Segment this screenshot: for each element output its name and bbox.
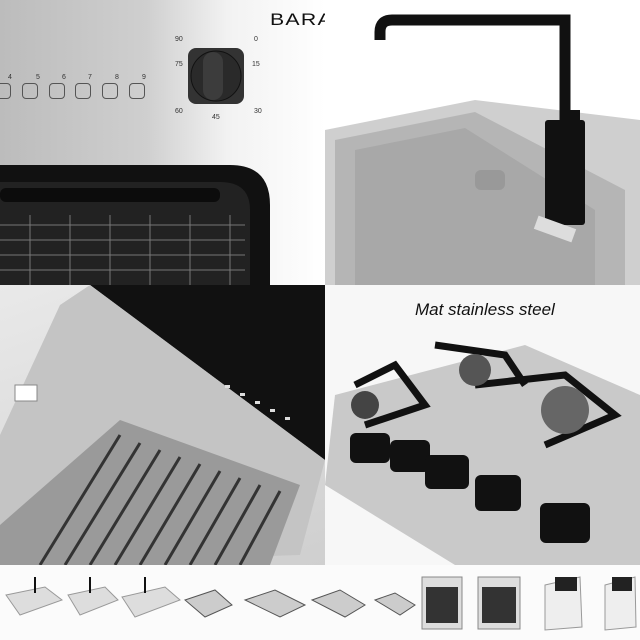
thumbnail-hood-2 [604,576,637,631]
hood-light [14,384,38,402]
sink-drain-knob [475,170,505,190]
thumbnail-sink-double [121,577,181,618]
dial-label: 30 [254,108,262,115]
button-number: 5 [36,74,40,81]
hood-panel [0,285,325,565]
oven-mode-button[interactable] [102,83,118,99]
button-number: 6 [62,74,66,81]
sink-faucet-illustration [325,14,640,285]
thumbnail-sink-single [5,577,64,616]
gas-hob-panel: Mat stainless steel [325,285,640,565]
thumbnail-hob-compact [373,592,416,616]
brand-logo: BARAZZA [270,10,325,29]
oven-controls-panel: BARAZZA 4 5 6 7 8 9 90 0 75 15 60 45 30 [0,0,325,285]
oven-dial-and-door [0,48,270,285]
dial-label: 75 [175,61,183,68]
oven-mode-button[interactable] [22,83,38,99]
dial-label: 15 [252,61,260,68]
button-number: 8 [115,74,119,81]
oven-mode-button[interactable] [75,83,91,99]
material-caption: Mat stainless steel [415,300,555,319]
thumbnail-oven-1 [421,576,463,630]
thumbnail-hood-1 [544,576,583,631]
dial-label: 60 [175,108,183,115]
oven-mode-button[interactable] [49,83,65,99]
button-number: 7 [88,74,92,81]
oven-mode-button[interactable] [0,83,11,99]
button-number: 4 [8,74,12,81]
thumbnail-hob-5-burner [184,589,233,618]
product-thumbnail-strip [0,565,640,640]
thumbnail-sink-single-2 [67,577,119,616]
sink-faucet-panel [325,0,640,285]
button-number: 9 [142,74,146,81]
thumbnail-hob-4-burner [310,589,366,618]
oven-mode-button[interactable] [129,83,145,99]
thumbnail-hob-wide [243,589,307,618]
product-thumbnails [5,576,637,631]
dial-label: 45 [212,114,220,121]
dial-label: 90 [175,36,183,43]
hood-illustration [0,285,325,565]
dial-label: 0 [254,36,258,43]
gas-hob-illustration [325,341,640,565]
thumbnail-oven-2 [477,576,521,630]
